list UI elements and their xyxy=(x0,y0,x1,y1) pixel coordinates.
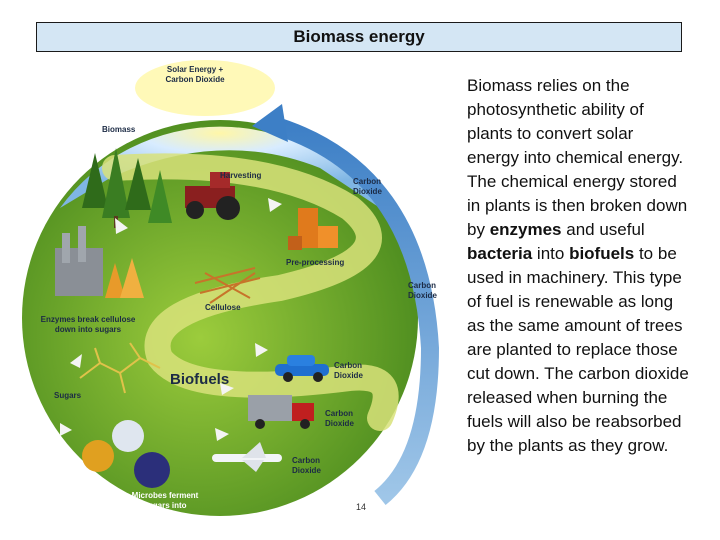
sky-area xyxy=(60,126,380,208)
carbon-dioxide-car-label-2: Dioxide xyxy=(334,371,363,380)
microbes-label: Microbes ferment xyxy=(132,491,199,500)
carbon-cycle-arrow xyxy=(267,115,440,506)
carbon-dioxide-truck-label-2: Dioxide xyxy=(325,419,354,428)
airplane-icon xyxy=(212,442,282,472)
enzymes-label: Enzymes break cellulose xyxy=(41,315,136,324)
text-part-3: into xyxy=(532,244,570,263)
harvesting-label: Harvesting xyxy=(220,171,261,180)
microbes-icon xyxy=(82,420,170,488)
cellulose-icon xyxy=(194,267,261,304)
biomass-cycle-diagram: Solar Energy + Carbon Dioxide Biomass Ha… xyxy=(22,60,440,520)
carbon-dioxide-plane-label: Carbon xyxy=(292,456,320,465)
text-part-4: to be used in machinery. This type of fu… xyxy=(467,244,689,455)
preprocessing-icon xyxy=(288,208,338,250)
carbon-dioxide-label-1: Carbon xyxy=(353,177,381,186)
carbon-dioxide-label-2: Carbon xyxy=(408,281,436,290)
preprocessing-label: Pre-processing xyxy=(286,258,344,267)
process-arrows xyxy=(60,198,282,441)
text-part-1: Biomass relies on the photosynthetic abi… xyxy=(467,76,688,239)
enzymes-label-2: down into sugars xyxy=(55,325,122,334)
car-icon xyxy=(275,355,329,382)
keyword-bacteria: bacteria xyxy=(467,244,533,263)
carbon-dioxide-plane-label-2: Dioxide xyxy=(292,466,321,475)
tractor-icon xyxy=(185,172,240,220)
carbon-dioxide-car-label: Carbon xyxy=(334,361,362,370)
biofuels-label: Biofuels xyxy=(170,371,229,388)
biomass-label: Biomass xyxy=(102,125,136,134)
keyword-enzymes: enzymes xyxy=(489,220,562,239)
carbon-dioxide-label-2b: Dioxide xyxy=(408,291,437,300)
globe-background xyxy=(22,120,418,516)
page-title: Biomass energy xyxy=(293,27,425,46)
text-part-2: and useful xyxy=(561,220,645,239)
winding-road xyxy=(102,153,399,431)
sugar-molecule-icon xyxy=(79,342,161,394)
carbon-dioxide-label-1b: Dioxide xyxy=(353,187,382,196)
microbes-label-3: ethanol xyxy=(151,511,179,520)
refinery-icon xyxy=(55,226,144,298)
solar-energy-label: Solar Energy + xyxy=(167,65,224,74)
keyword-biofuels: biofuels xyxy=(569,244,635,263)
arrow-head xyxy=(252,104,288,142)
cellulose-label: Cellulose xyxy=(205,303,241,312)
title-bar: Biomass energy xyxy=(36,22,682,52)
solar-energy-label-2: Carbon Dioxide xyxy=(165,75,225,84)
sun-glow xyxy=(135,60,275,116)
truck-icon xyxy=(248,395,314,429)
carbon-dioxide-truck-label: Carbon xyxy=(325,409,353,418)
sugars-label: Sugars xyxy=(54,391,82,400)
description-paragraph: Biomass relies on the photosynthetic abi… xyxy=(467,74,689,458)
page-number: 14 xyxy=(356,502,366,512)
microbes-label-2: sugars into xyxy=(143,501,186,510)
